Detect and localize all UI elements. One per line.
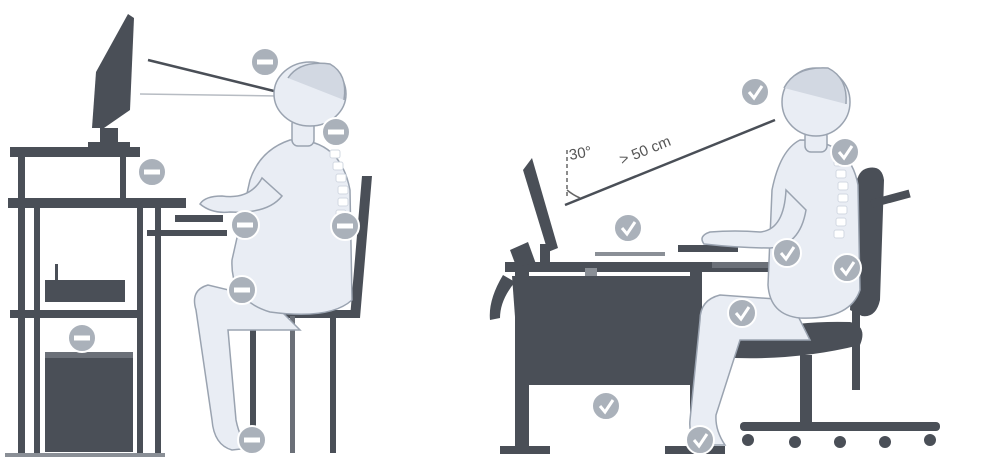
no-entry-icon [322,118,350,146]
no-entry-icon [68,324,96,352]
computer-tower-left [45,352,133,452]
monitor-right [510,158,558,266]
checkmark-icon [686,426,714,454]
no-entry-icon [138,158,166,186]
monitor-left [88,14,134,148]
no-entry-icon [228,276,256,304]
checkmark-icon [592,392,620,420]
no-entry-icon [251,48,279,76]
checkmark-icon [614,214,642,242]
no-entry-icon [231,211,259,239]
checkmark-icon [773,239,801,267]
no-entry-icon [238,426,266,454]
checkmark-icon [831,138,859,166]
peripheral-device-left [45,264,125,302]
checkmark-icon [833,254,861,282]
correct-posture-panel: 30° > 50 cm [490,68,940,454]
viewing-angle-guides [565,120,775,205]
keyboard-left [175,215,223,222]
incorrect-posture-panel [5,14,372,457]
checkmark-icon [728,299,756,327]
no-entry-icon [331,212,359,240]
viewing-angle-label: 30° [568,143,593,164]
document-holder-right [595,252,665,256]
checkmark-icon [741,78,769,106]
